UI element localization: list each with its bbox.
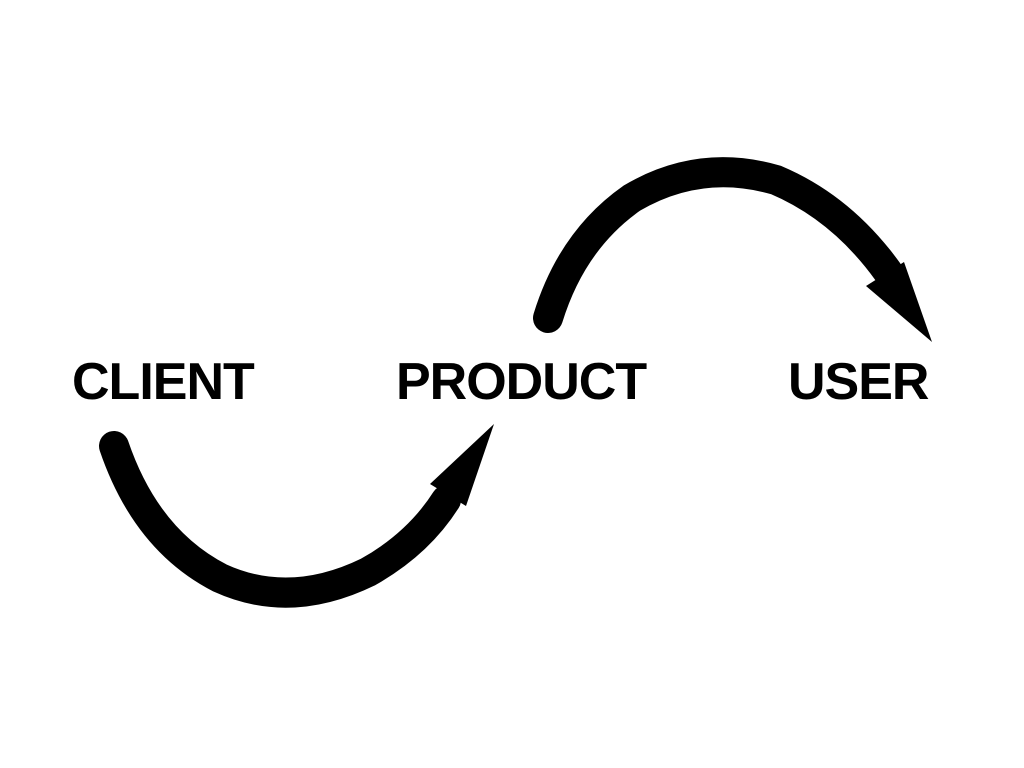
arrow-product-to-user <box>533 157 932 342</box>
curved-arrow-icon <box>99 431 461 608</box>
arrowhead-icon <box>430 424 494 506</box>
arrow-client-to-product <box>99 424 494 608</box>
user-label: USER <box>788 353 929 411</box>
client-label: CLIENT <box>72 353 255 411</box>
curved-arrow-icon <box>533 157 903 333</box>
arrowhead-icon <box>866 262 932 342</box>
product-label: PRODUCT <box>396 353 647 411</box>
